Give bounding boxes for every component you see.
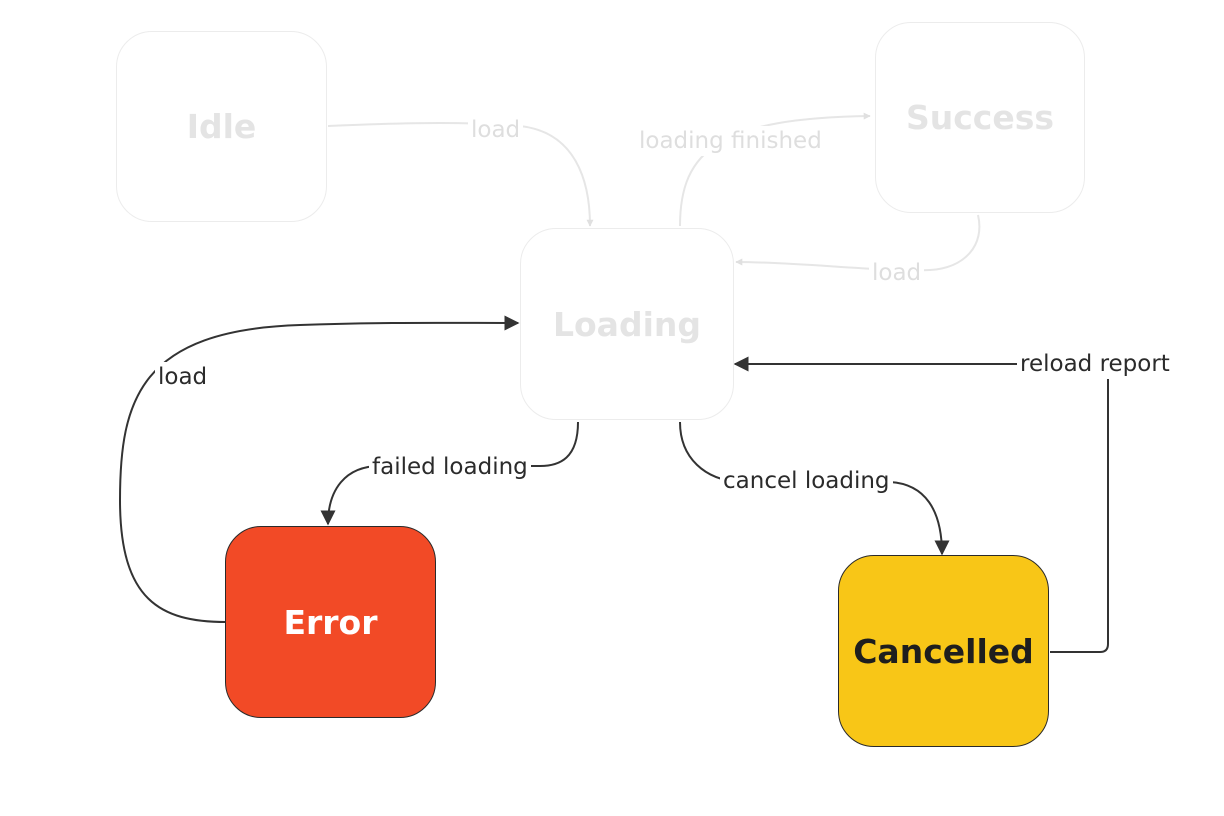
edge-label-error-to-loading: load [155,362,211,392]
edge-label-loading-to-success: loading finished [636,126,825,156]
edge-idle-to-loading [327,122,594,227]
edge-label-loading-to-cancelled: cancel loading [720,466,893,496]
state-label-error: Error [283,602,378,642]
state-node-success[interactable]: Success [875,22,1085,213]
state-label-cancelled: Cancelled [853,631,1034,671]
state-node-loading[interactable]: Loading [520,228,734,420]
state-label-idle: Idle [186,107,257,146]
edge-label-success-to-loading: load [869,258,925,288]
state-node-idle[interactable]: Idle [116,31,327,222]
edge-label-idle-to-loading: load [468,115,524,145]
state-label-success: Success [905,98,1055,137]
state-node-cancelled[interactable]: Cancelled [838,555,1049,747]
state-node-error[interactable]: Error [225,526,436,718]
edge-label-cancelled-to-loading: reload report [1017,349,1173,379]
edge-label-loading-to-error: failed loading [369,452,531,482]
edge-error-to-loading [118,315,520,623]
state-label-loading: Loading [552,304,702,344]
edge-success-to-loading [735,214,981,272]
